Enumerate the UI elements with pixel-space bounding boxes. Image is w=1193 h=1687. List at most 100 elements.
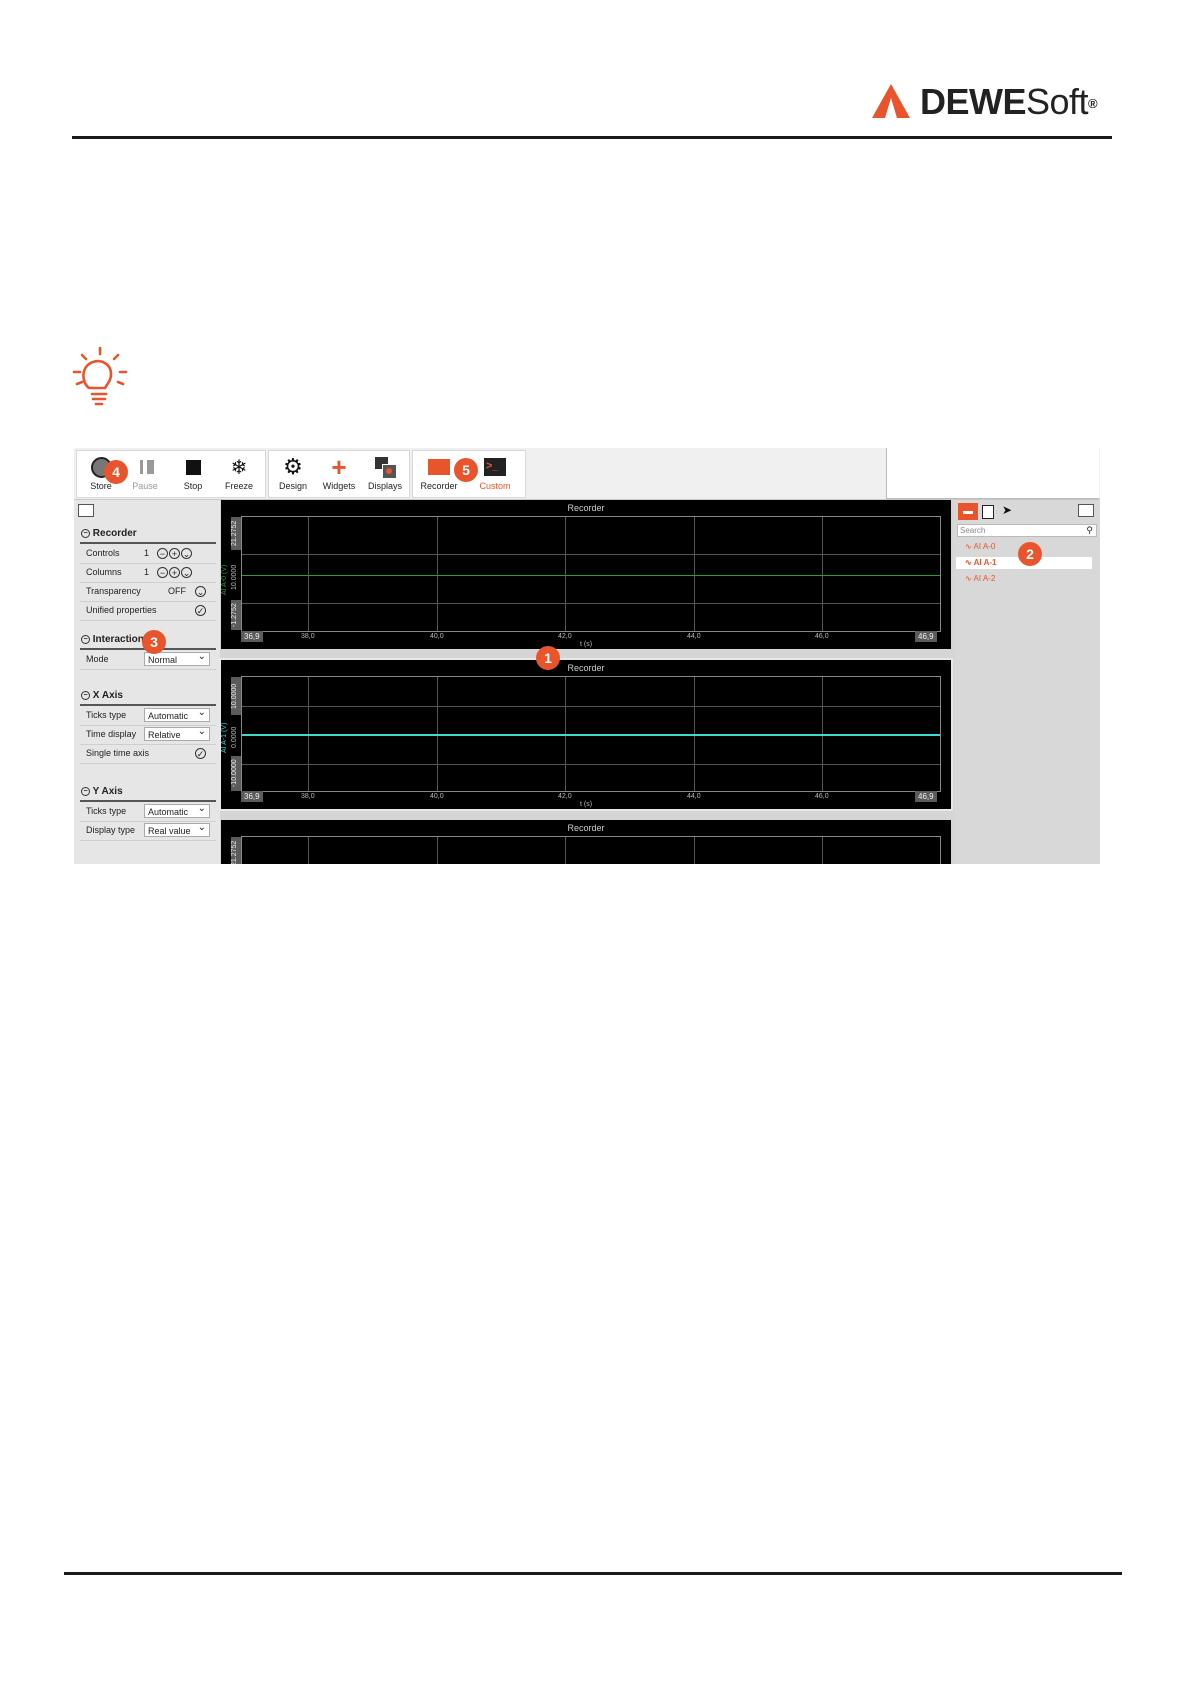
channel-search-input[interactable]: Search ⚲	[957, 524, 1097, 537]
y-min-value[interactable]: -1.2752	[231, 600, 241, 630]
time-display-label: Time display	[86, 729, 137, 739]
folder-tab-button[interactable]: ▬	[958, 503, 978, 520]
chevron-down-circle-icon[interactable]: ⌄	[181, 567, 192, 579]
minus-circle-icon[interactable]: −	[157, 567, 168, 579]
custom-button[interactable]: >_ Custom	[473, 455, 517, 497]
search-placeholder: Search	[960, 526, 986, 535]
panel-collapse-right-button[interactable]	[1078, 504, 1094, 517]
displays-label: Displays	[367, 481, 402, 491]
y-ticks-type-row: Ticks type Automatic	[80, 802, 216, 822]
header-rule	[72, 136, 1112, 139]
x-max-value[interactable]: 46,9	[915, 631, 937, 642]
y-axis-label: AI A-1 (V)	[221, 722, 228, 753]
channel-item-ai-a0[interactable]: ∿ AI A-0	[965, 542, 996, 551]
channel-name: AI A-0	[973, 542, 996, 551]
x-tick: 46,0	[815, 793, 829, 800]
footer-rule	[64, 1572, 1122, 1575]
widgets-button[interactable]: + Widgets	[317, 452, 361, 497]
pointer-tab-icon[interactable]: ➤	[1002, 503, 1013, 517]
unified-properties-row: Unified properties ✓	[80, 601, 216, 621]
channel-name: AI A-1	[973, 558, 997, 567]
recorder-chart-ai-a2[interactable]: Recorder 21.2752	[221, 820, 951, 864]
callout-badge-5: 5	[454, 458, 478, 482]
y-axis-section[interactable]: − Y Axis	[80, 786, 216, 802]
y-max-value[interactable]: 10.0000	[231, 677, 241, 715]
clipboard-tab-icon[interactable]	[982, 505, 994, 519]
collapse-icon: −	[81, 690, 90, 700]
displays-icon	[375, 457, 397, 479]
plot-area[interactable]	[241, 836, 941, 864]
y-axis-section-title: Y Axis	[92, 786, 123, 797]
gear-icon: ⚙	[283, 454, 303, 479]
collapse-icon: −	[81, 528, 90, 538]
chart-title: Recorder	[567, 503, 605, 513]
chevron-down-circle-icon[interactable]: ⌄	[195, 586, 206, 597]
channel-name: AI A-2	[973, 574, 996, 583]
display-type-row: Display type Real value	[80, 821, 216, 841]
y-ticks-type-select[interactable]: Automatic	[144, 802, 210, 818]
x-tick: 42,0	[558, 633, 572, 640]
mode-select[interactable]: Normal	[144, 650, 210, 666]
signal-trace	[242, 734, 940, 736]
custom-label: Custom	[479, 481, 511, 491]
single-time-axis-label: Single time axis	[86, 748, 150, 758]
plot-area[interactable]	[241, 676, 941, 792]
logo-text-bold: DEWE	[920, 81, 1027, 122]
callout-badge-3: 3	[142, 630, 166, 654]
time-display-select[interactable]: Relative	[144, 725, 210, 741]
pause-button[interactable]: Pause	[123, 455, 167, 497]
x-min-value[interactable]: 36,9	[241, 631, 263, 642]
y-min-value[interactable]: -10.0000	[231, 756, 241, 791]
logo-text-regular: Soft	[1026, 81, 1089, 122]
y-max-value[interactable]: 21.2752	[231, 517, 241, 550]
x-min-value[interactable]: 36,9	[241, 791, 263, 802]
x-tick: 40,0	[430, 793, 444, 800]
x-axis-section[interactable]: − X Axis	[80, 690, 216, 706]
transparency-value: OFF	[168, 586, 186, 596]
panel-collapse-button[interactable]	[78, 504, 94, 517]
x-tick: 44,0	[687, 793, 701, 800]
display-type-select[interactable]: Real value	[144, 821, 210, 837]
checkmark-circle-icon[interactable]: ✓	[195, 748, 206, 759]
recorder-chart-ai-a0[interactable]: Recorder AI A-0 (V) 21.2752 10.0000 -1.2…	[221, 500, 951, 649]
x-max-value[interactable]: 46,9	[915, 791, 937, 802]
design-button[interactable]: ⚙ Design	[271, 454, 315, 497]
x-tick: 42,0	[558, 793, 572, 800]
y-mid-tick: 0.0000	[231, 726, 238, 748]
toolbar-blank-area	[886, 448, 1099, 499]
displays-button[interactable]: Displays	[363, 455, 407, 497]
stop-label: Stop	[183, 481, 203, 491]
x-tick: 38,0	[301, 633, 315, 640]
chevron-down-circle-icon[interactable]: ⌄	[181, 548, 192, 560]
freeze-label: Freeze	[224, 481, 253, 491]
x-axis-section-title: X Axis	[92, 690, 123, 701]
plus-circle-icon[interactable]: +	[169, 567, 180, 579]
registered-mark: ®	[1088, 96, 1098, 111]
properties-panel: − Recorder Controls 1 −+⌄ Columns 1 −+⌄ …	[74, 500, 220, 864]
display-type-label: Display type	[86, 825, 136, 835]
freeze-button[interactable]: ❄ Freeze	[217, 455, 261, 497]
design-group: ⚙ Design + Widgets Displays	[268, 450, 410, 498]
terminal-icon: >_	[484, 458, 506, 476]
main-toolbar: Store Pause Stop ❄ Freeze ⚙ Design +	[74, 448, 1100, 500]
x-axis-label: t (s)	[579, 641, 593, 648]
controls-label: Controls	[86, 548, 120, 558]
y-ticks-type-label: Ticks type	[86, 806, 127, 816]
minus-circle-icon[interactable]: −	[157, 548, 168, 560]
recorder-waveform-icon	[428, 459, 450, 475]
logo-mark-icon	[872, 84, 910, 118]
plus-circle-icon[interactable]: +	[169, 548, 180, 560]
channel-item-ai-a2[interactable]: ∿ AI A-2	[965, 574, 996, 583]
recorder-chart-ai-a1[interactable]: Recorder AI A-1 (V) 10.0000 0.0000 -10.0…	[219, 658, 953, 811]
x-ticks-type-row: Ticks type Automatic	[80, 706, 216, 726]
chart-title: Recorder	[567, 823, 605, 833]
x-ticks-type-select[interactable]: Automatic	[144, 706, 210, 722]
y-mid-tick: 10.0000	[231, 564, 238, 590]
snowflake-icon: ❄	[230, 456, 248, 479]
recorder-section[interactable]: − Recorder	[80, 528, 216, 544]
plot-area[interactable]	[241, 516, 941, 632]
stop-button[interactable]: Stop	[171, 455, 215, 497]
checkmark-circle-icon[interactable]: ✓	[195, 605, 206, 616]
y-max-value[interactable]: 21.2752	[231, 837, 241, 864]
recorder-button[interactable]: Recorder	[417, 455, 461, 497]
